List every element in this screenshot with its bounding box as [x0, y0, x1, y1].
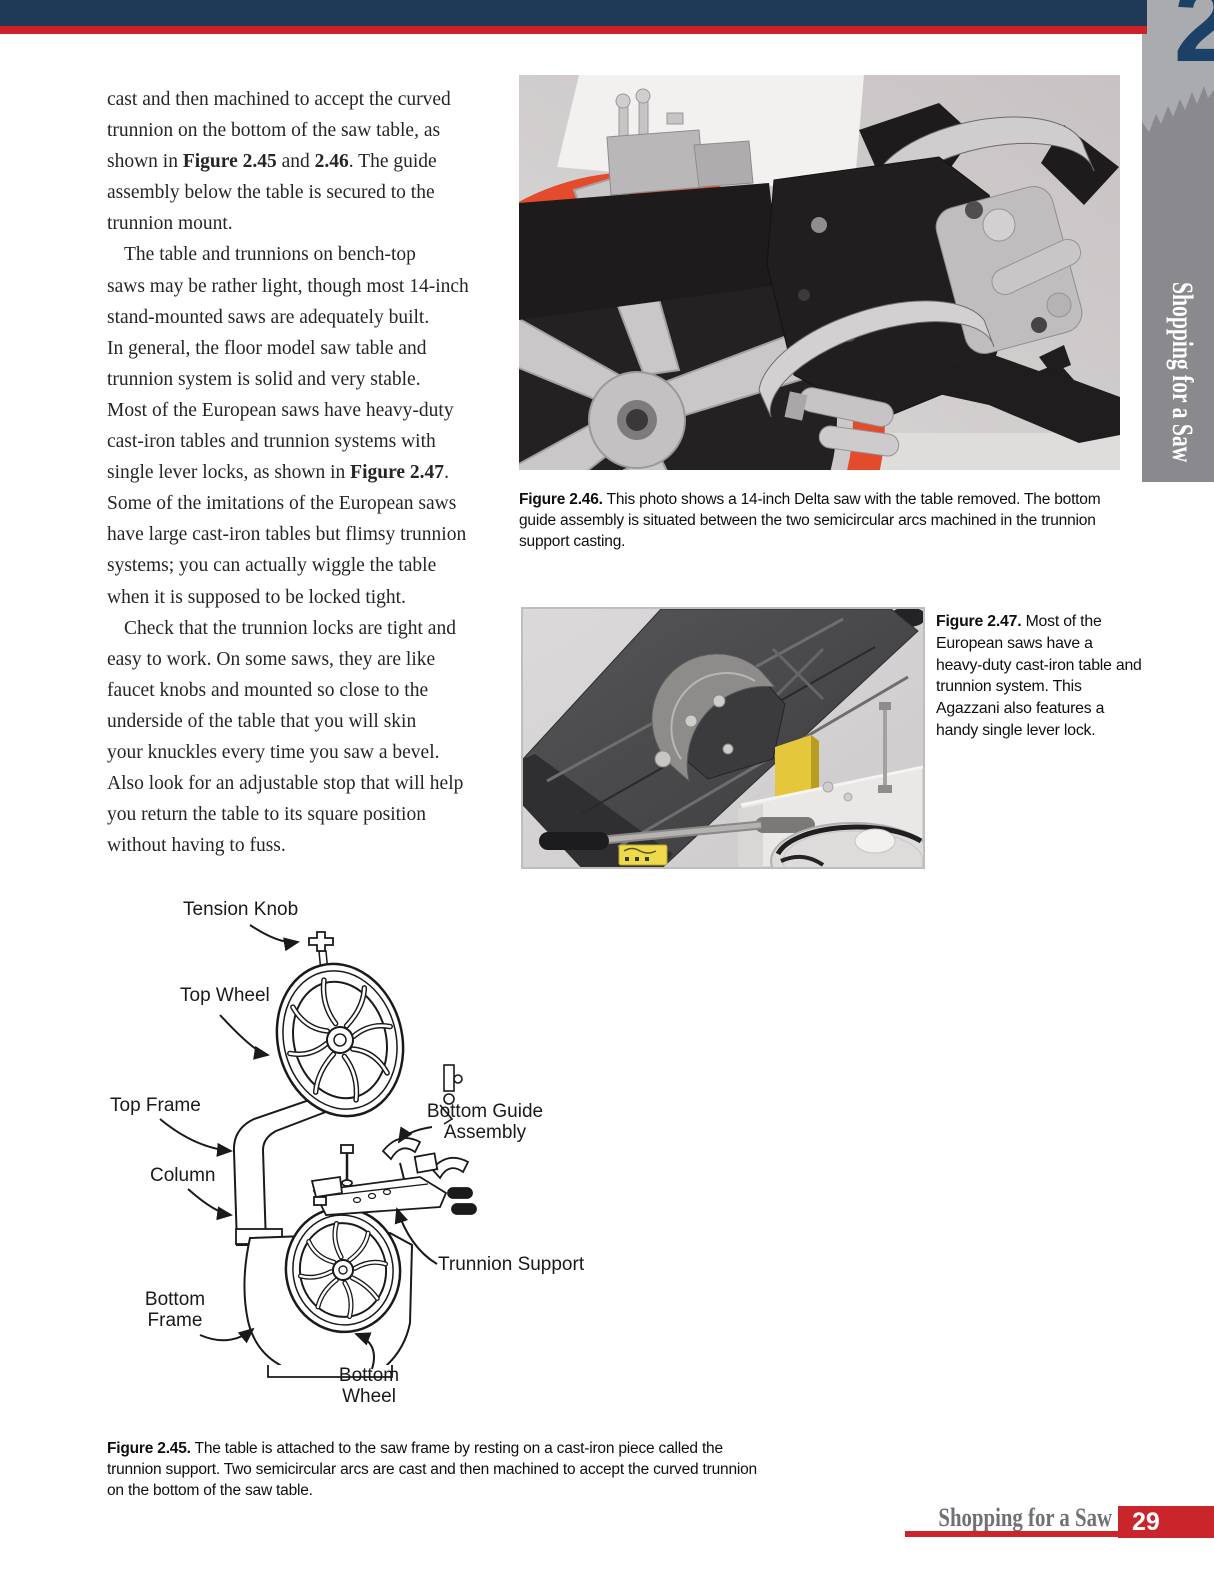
body-line: In general, the floor model saw table an… [107, 337, 427, 359]
diagram-label-bottom-guide-assembly: Bottom Guide Assembly [426, 1101, 544, 1143]
body-line: Check that the trunnion locks are tight … [124, 617, 456, 639]
diagram-label-trunnion-support: Trunnion Support [438, 1254, 585, 1275]
diagram-label-bottom-frame: Bottom Frame [144, 1289, 206, 1331]
body-line: systems; you can actually wiggle the tab… [107, 555, 437, 577]
clamp-bracket [606, 88, 754, 196]
jagged-tab-graphic [1142, 0, 1214, 482]
footer-section-title: Shopping for a Saw [938, 1503, 1112, 1532]
table-clamp-ledge [519, 183, 781, 320]
lower-trunnion-arc [758, 300, 995, 418]
body-line: cast and then machined to accept the cur… [107, 89, 451, 110]
tension-knob-shape [308, 931, 334, 952]
body-line: trunnion system is solid and very stable… [107, 368, 421, 390]
body-line: underside of the table that you will ski… [107, 710, 417, 732]
bandsaw-line-drawing [159, 924, 477, 1378]
vertical-rod [878, 702, 892, 793]
diagram-label-column: Column [150, 1165, 216, 1186]
body-line: when it is supposed to be locked tight. [107, 586, 406, 608]
figure-247-photo [521, 607, 936, 900]
header-red-stripe [0, 26, 1147, 34]
body-line: single lever locks, as shown in Figure 2… [107, 462, 449, 484]
body-line: Most of the European saws have heavy-dut… [107, 399, 454, 421]
black-arm [934, 355, 1120, 443]
figure-245-label: Figure 2.45. [107, 1440, 191, 1457]
figure-246-photo [389, 75, 1120, 668]
body-line: faucet knobs and mounted so close to the [107, 679, 429, 701]
body-line: trunnion mount. [107, 213, 233, 235]
header-navy-bar [0, 0, 1147, 26]
trunnion-arc [651, 653, 786, 783]
warning-sticker [618, 844, 668, 866]
body-line: assembly below the table is secured to t… [107, 182, 435, 204]
bottom-guide-assembly-shape [310, 1137, 477, 1216]
diagram-label-bottom-wheel: Bottom Wheel [338, 1365, 400, 1407]
body-line: trunnion on the bottom of the saw table,… [107, 120, 441, 142]
figure-247-caption: Figure 2.47. Most of the European saws h… [936, 613, 1142, 739]
body-line: Also look for an adjustable stop that wi… [107, 773, 464, 795]
figure-247-label: Figure 2.47. [936, 613, 1022, 630]
body-line: stand-mounted saws are adequately built. [107, 306, 430, 328]
sidebar-chapter-title: Shopping for a Saw [1166, 282, 1199, 463]
chapter-number: 2 [1173, 0, 1214, 84]
agazzani-saw-photo-illustration [522, 607, 936, 900]
lever-lock-handle [539, 820, 762, 850]
body-line: saws may be rather light, though most 14… [107, 275, 469, 297]
body-line: easy to work. On some saws, they are lik… [107, 648, 436, 670]
bottom-wheel-shape [284, 1206, 402, 1334]
delta-saw-photo-illustration [389, 75, 1120, 668]
top-wheel-shape [275, 962, 405, 1118]
figure-246-caption: Figure 2.46. This photo shows a 14-inch … [519, 491, 1101, 550]
body-line: your knuckles every time you saw a bevel… [107, 741, 440, 763]
body-text: cast and then machined to accept the cur… [107, 84, 509, 861]
body-line: have large cast-iron tables but flimsy t… [107, 524, 467, 546]
body-line: The table and trunnions on bench-top [124, 244, 416, 266]
upper-guide-detail [439, 1064, 463, 1125]
footer-rule [905, 1531, 1118, 1537]
body-line: cast-iron tables and trunnion systems wi… [107, 431, 436, 453]
diagram-label-top-wheel: Top Wheel [180, 985, 270, 1006]
body-line: Some of the imitations of the European s… [107, 493, 457, 515]
body-line: without having to fuss. [107, 835, 286, 857]
diagram-label-top-frame: Top Frame [110, 1095, 201, 1116]
body-line: shown in Figure 2.45 and 2.46. The guide [107, 151, 437, 173]
page-number: 29 [1118, 1506, 1214, 1538]
diagram-label-tension-knob: Tension Knob [183, 899, 299, 920]
figure-246-label: Figure 2.46. [519, 491, 603, 508]
figure-245-caption: Figure 2.45. The table is attached to th… [107, 1440, 757, 1499]
figure-245-diagram: Tension Knob Top Wheel Top Frame Column … [100, 893, 740, 1438]
leader-arrows [159, 924, 438, 1370]
chapter-tab: 2 [1142, 0, 1214, 482]
body-line: you return the table to its square posit… [107, 804, 426, 826]
